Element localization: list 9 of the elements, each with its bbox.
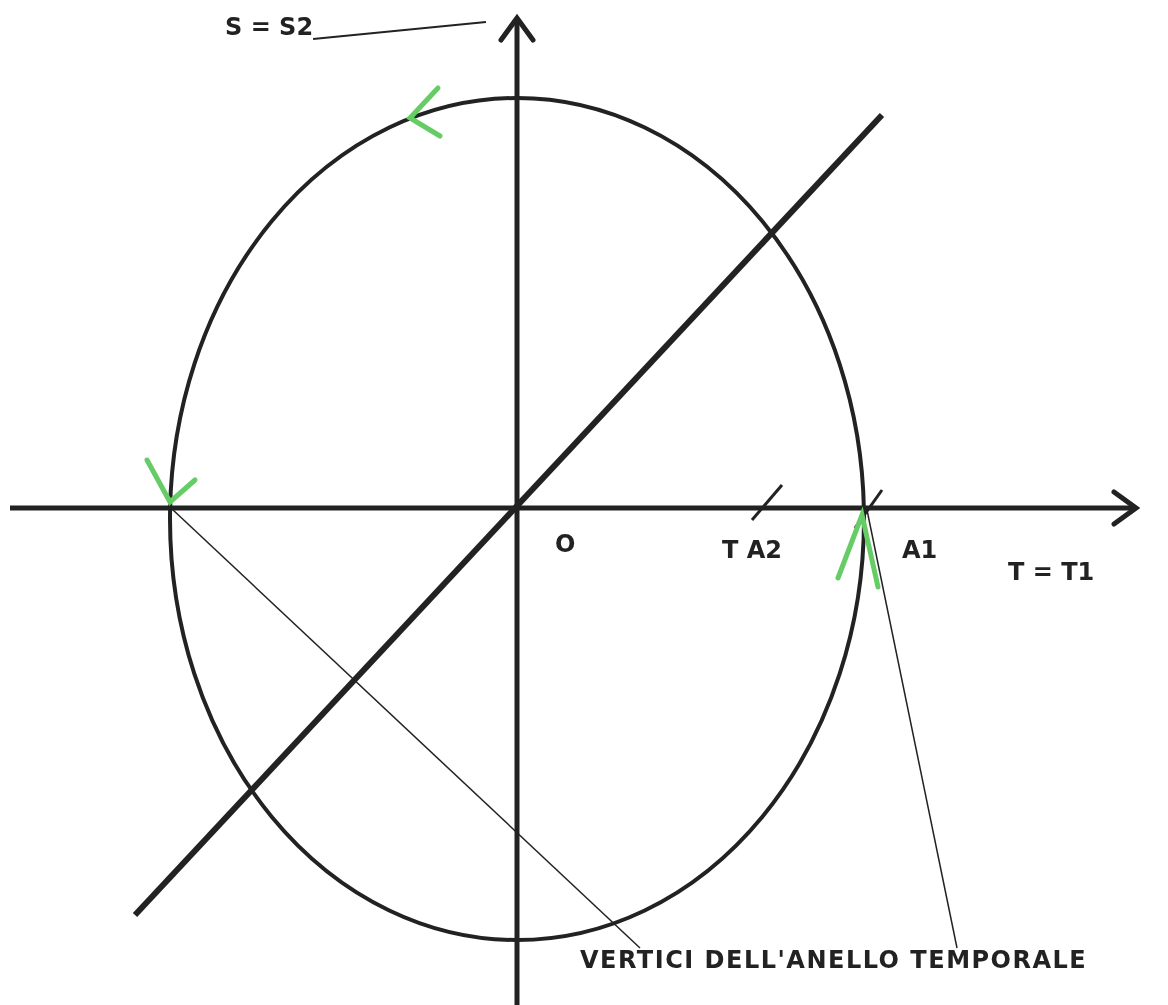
origin-label: O <box>555 532 576 556</box>
point-label: T A2 <box>722 538 782 562</box>
point-label: A1 <box>902 538 938 562</box>
axis-label: T = T1 <box>1008 560 1095 584</box>
leader-line <box>866 509 958 949</box>
leader-line <box>171 508 641 949</box>
axis-label: S = S2 <box>225 15 314 39</box>
caption-label: VERTICI DELL'ANELLO TEMPORALE <box>580 948 1088 972</box>
leader-line <box>312 21 487 40</box>
